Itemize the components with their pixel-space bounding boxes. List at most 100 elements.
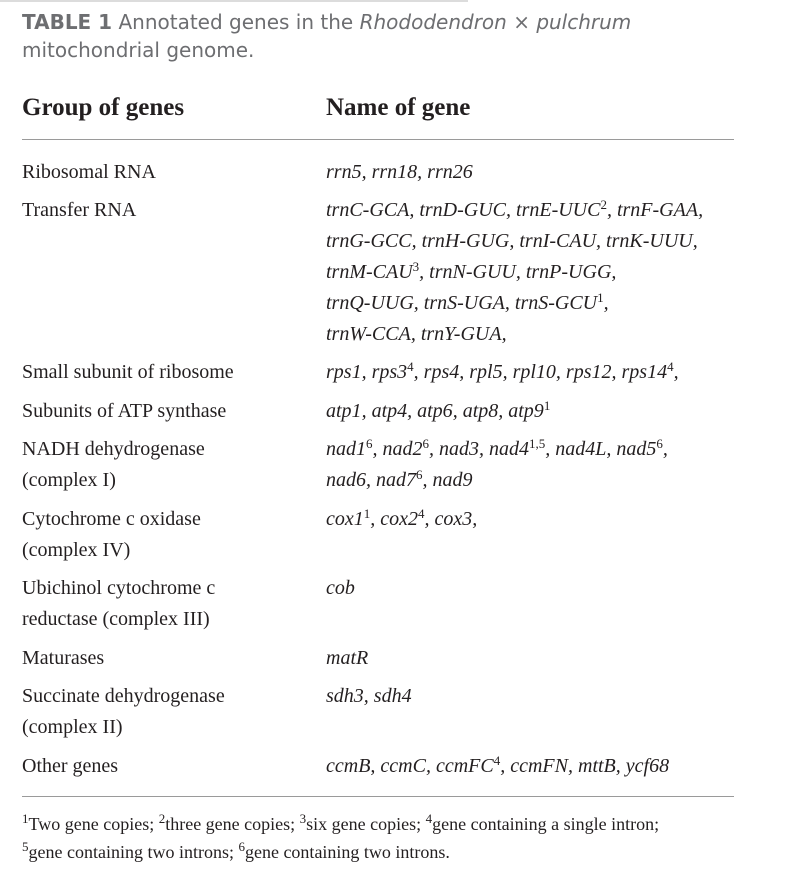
footnote-text: Two gene copies; <box>28 814 155 834</box>
gene-name: ccmC <box>380 755 426 777</box>
gene-name: trnS-UGA <box>423 292 505 314</box>
footnote-marker: 1 <box>22 811 29 826</box>
gene-name: nad41,5 <box>489 436 546 460</box>
gene-names-cell: nad16, nad26, nad3, nad41,5, nad4L, nad5… <box>326 434 766 496</box>
gene-name: trnI-CAU <box>519 230 597 252</box>
gene-name: trnP-UGG <box>525 261 612 283</box>
gene-name: trnH-GUG <box>421 230 510 252</box>
gene-superscript: 6 <box>366 436 373 451</box>
footnote-marker: 3 <box>299 811 307 826</box>
gene-superscript: 1,5 <box>529 436 546 451</box>
gene-name: atp4 <box>371 400 408 422</box>
gene-group-label: (complex IV) <box>22 539 131 561</box>
caption-cross: × <box>513 10 530 34</box>
gene-name: rps34 <box>371 359 414 383</box>
gene-superscript: 4 <box>493 753 501 768</box>
gene-name: ccmFN <box>510 755 568 777</box>
gene-name: nad76 <box>376 467 423 491</box>
table-caption: TABLE 1 Annotated genes in the Rhododend… <box>22 8 722 64</box>
gene-name: atp91 <box>508 398 551 422</box>
top-rule <box>0 0 468 2</box>
gene-group-label: Transfer RNA <box>22 199 137 221</box>
gene-name: rpl5 <box>469 361 503 383</box>
gene-line: trnW-CCA, trnY-GUA, <box>326 323 507 345</box>
gene-line: trnM-CAU3, trnN-GUU, trnP-UGG, <box>326 259 617 283</box>
gene-name: matR <box>326 647 369 669</box>
caption-epithet: pulchrum <box>536 10 632 34</box>
gene-name: trnW-CCA <box>326 323 411 345</box>
gene-group-label: (complex II) <box>22 716 123 738</box>
caption-text-end: mitochondrial genome. <box>22 38 255 62</box>
footnote-text: six gene copies; <box>306 814 422 834</box>
gene-name: nad6 <box>326 469 366 491</box>
gene-name: rps144 <box>621 359 674 383</box>
gene-name: atp6 <box>417 400 453 422</box>
gene-name: trnK-UUU <box>606 230 693 252</box>
footnote-marker: 6 <box>238 839 245 854</box>
gene-name: nad26 <box>382 436 430 460</box>
gene-superscript: 4 <box>407 359 414 374</box>
gene-group-label: NADH dehydrogenase <box>22 438 205 460</box>
gene-line: ccmB, ccmC, ccmFC4, ccmFN, mttB, ycf68 <box>326 753 670 777</box>
gene-superscript: 1 <box>597 290 604 305</box>
gene-superscript: 6 <box>656 436 663 451</box>
footnote-text: gene containing two introns. <box>244 842 450 862</box>
gene-name: rrn18 <box>371 161 418 183</box>
gene-names-cell: matR <box>326 643 766 674</box>
gene-line: sdh3, sdh4 <box>326 685 412 707</box>
gene-name: trnQ-UUG <box>326 292 414 314</box>
gene-group-label: Small subunit of ribosome <box>22 361 234 383</box>
footnote-text: gene containing a single intron; <box>432 814 660 834</box>
gene-name: trnM-CAU3 <box>326 259 420 283</box>
gene-name: atp8 <box>462 400 499 422</box>
footnote-line: 1Two gene copies; 2three gene copies; 3s… <box>22 810 782 838</box>
gene-names-cell: sdh3, sdh4 <box>326 681 766 712</box>
gene-name: nad56 <box>616 436 663 460</box>
gene-line: atp1, atp4, atp6, atp8, atp91 <box>326 398 551 422</box>
header-rule <box>22 139 734 140</box>
gene-name: nad3 <box>439 438 479 460</box>
gene-superscript: 2 <box>600 197 607 212</box>
gene-group-label: Subunits of ATP synthase <box>22 400 227 422</box>
gene-group-cell: Maturases <box>22 643 312 674</box>
gene-name: trnY-GUA <box>420 323 502 345</box>
footnote-text: three gene copies; <box>165 814 296 834</box>
gene-group-cell: NADH dehydrogenase (complex I) <box>22 434 312 496</box>
gene-line: cob <box>326 573 766 604</box>
header-name-of-gene: Name of gene <box>326 94 471 121</box>
gene-group-label: Ribosomal RNA <box>22 161 156 183</box>
gene-superscript: 6 <box>422 436 430 451</box>
gene-superscript: 1 <box>363 506 371 521</box>
gene-name: rpl10 <box>512 361 556 383</box>
gene-name: rrn26 <box>427 161 473 183</box>
footnote-marker: 4 <box>425 811 433 826</box>
bottom-rule <box>22 796 734 797</box>
gene-line: nad6, nad76, nad9 <box>326 467 473 491</box>
gene-names-cell: ccmB, ccmC, ccmFC4, ccmFN, mttB, ycf68 <box>326 751 766 782</box>
gene-name: ycf68 <box>625 755 670 777</box>
gene-name: nad9 <box>432 469 473 491</box>
gene-line: rrn5, rrn18, rrn26 <box>326 161 473 183</box>
gene-name: cob <box>326 577 355 599</box>
gene-names-cell: rps1, rps34, rps4, rpl5, rpl10, rps12, r… <box>326 357 766 388</box>
gene-name: trnF-GAA <box>616 199 699 221</box>
gene-name: cox24 <box>380 506 425 530</box>
gene-line: matR <box>326 643 766 674</box>
gene-name: rps4 <box>423 361 460 383</box>
gene-group-cell: Transfer RNA <box>22 195 312 226</box>
gene-name: trnN-GUU <box>429 261 516 283</box>
gene-name: trnG-GCC <box>326 230 412 252</box>
gene-group-cell: Subunits of ATP synthase <box>22 396 312 427</box>
table-label: TABLE 1 <box>22 10 113 34</box>
gene-line: trnQ-UUG, trnS-UGA, trnS-GCU1, <box>326 290 609 314</box>
gene-name: atp1 <box>326 400 362 422</box>
gene-superscript: 3 <box>412 259 420 274</box>
gene-name: nad4L <box>555 438 607 460</box>
gene-names-cell: rrn5, rrn18, rrn26 <box>326 157 766 188</box>
gene-group-label: (complex I) <box>22 469 116 491</box>
gene-names-cell: cox11, cox24, cox3, <box>326 504 766 535</box>
gene-line: trnC-GCA, trnD-GUC, trnE-UUC2, trnF-GAA, <box>326 197 704 221</box>
footnote-marker: 5 <box>22 839 29 854</box>
gene-group-cell: Ribosomal RNA <box>22 157 312 188</box>
table-footnote: 1Two gene copies; 2three gene copies; 3s… <box>22 810 782 866</box>
